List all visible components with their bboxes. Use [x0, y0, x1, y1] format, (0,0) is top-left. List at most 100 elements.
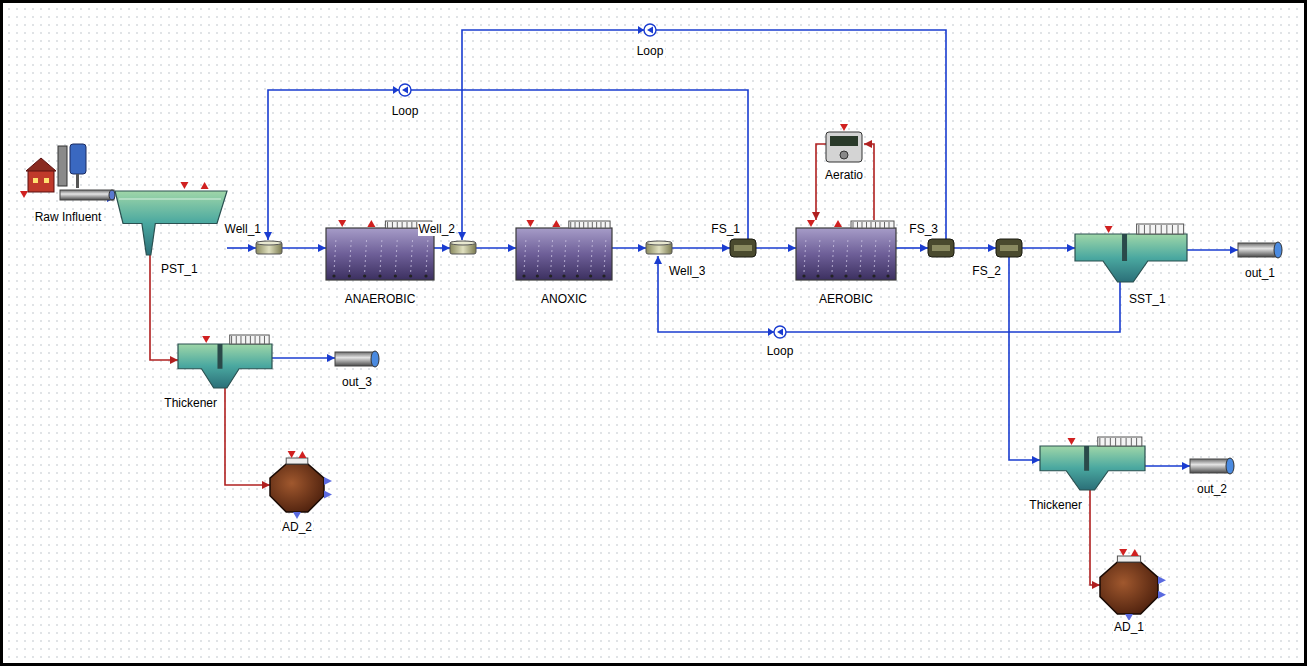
bridge-rail — [1155, 225, 1156, 234]
pump-symbol — [638, 24, 656, 36]
flow-line — [612, 247, 646, 249]
flow-line — [672, 247, 730, 249]
bubbles — [551, 238, 553, 272]
pipe — [1238, 243, 1278, 257]
bridge-rail — [1099, 438, 1100, 446]
factory-icon — [22, 140, 114, 206]
bridge-rail — [240, 336, 241, 344]
diffuser — [576, 274, 579, 277]
bubbles — [888, 238, 890, 272]
walkway-rail — [600, 222, 601, 228]
port-marker — [834, 220, 842, 227]
loop-label: Loop — [390, 104, 421, 118]
bridge-rail — [245, 336, 246, 344]
blower-dial — [840, 151, 848, 159]
diffuser — [394, 274, 397, 277]
bridge-rail — [1166, 225, 1167, 234]
walkway-rail — [411, 222, 412, 228]
bridge-rail — [236, 336, 237, 344]
bubbles — [874, 238, 876, 272]
blower-icon — [826, 126, 862, 162]
port-marker — [298, 451, 306, 458]
sludge-line — [1090, 490, 1100, 585]
walkway-rail — [579, 222, 580, 228]
walkway-rail — [880, 222, 881, 228]
unit-label: PST_1 — [160, 262, 199, 276]
bridge-rail — [1131, 438, 1132, 446]
bridge-rail — [1120, 438, 1121, 446]
blower-body — [826, 132, 862, 162]
port-marker — [288, 451, 296, 458]
bridge-rail — [231, 336, 232, 344]
diffuser — [830, 274, 833, 277]
window — [33, 178, 38, 183]
bridge-rail — [264, 336, 265, 344]
bridge-rail — [1150, 225, 1151, 234]
unit-label: AD_2 — [281, 520, 313, 534]
mixer-unit: FS_1 — [730, 239, 756, 257]
bridge-rail — [1126, 438, 1127, 446]
bubbles — [604, 238, 606, 272]
walkway-rail — [570, 222, 571, 228]
blower-screen — [830, 136, 858, 146]
flow-line — [1022, 247, 1075, 249]
mixer-window — [734, 245, 752, 251]
digester-cover — [1117, 556, 1140, 562]
port-marker — [367, 220, 375, 227]
diffuser — [802, 274, 805, 277]
digester-cover — [286, 458, 308, 464]
bridge-rail — [1115, 438, 1116, 446]
mixer-icon — [996, 239, 1022, 257]
factory-unit: Raw Influent — [22, 140, 114, 206]
tank-icon — [796, 220, 896, 280]
bubbles — [846, 238, 848, 272]
diffuser — [602, 274, 605, 277]
flow-line — [434, 247, 450, 249]
well-body — [646, 242, 672, 254]
out-unit: out_1 — [1238, 241, 1282, 259]
blower-unit: Aeratio — [826, 126, 862, 162]
unit-label: out_3 — [341, 375, 373, 389]
walkway-rail — [392, 222, 393, 228]
unit-label: AD_1 — [1113, 620, 1145, 634]
bridge — [230, 335, 269, 344]
port-marker — [840, 124, 848, 131]
port-marker — [338, 220, 346, 227]
walkway-rail — [875, 222, 876, 228]
mixer-body — [730, 239, 756, 257]
well-top — [646, 241, 672, 245]
dig-unit: AD_2 — [270, 458, 324, 512]
unit-label: Aeratio — [824, 168, 864, 182]
walkway-rail — [871, 222, 872, 228]
unit-label: SST_1 — [1128, 292, 1167, 306]
sst-icon — [1040, 435, 1145, 490]
sst-unit: Thickener — [1040, 435, 1145, 490]
well-unit: Well_2 — [450, 240, 476, 256]
unit-label: Well_3 — [668, 264, 706, 278]
walkway-rail — [596, 222, 597, 228]
port-marker — [324, 490, 332, 498]
unit-label: Thickener — [1028, 498, 1083, 512]
unit-label: Thickener — [163, 396, 218, 410]
center-well — [217, 344, 222, 369]
port-marker — [293, 512, 301, 519]
bubbles — [818, 238, 820, 272]
roof — [26, 158, 56, 171]
flow-line — [1145, 465, 1190, 467]
diffuser — [409, 274, 412, 277]
port-marker — [20, 191, 28, 198]
walkway-rail — [387, 222, 388, 228]
bridge-rail — [1178, 225, 1179, 234]
mixer-icon — [928, 239, 954, 257]
port-marker — [180, 182, 188, 189]
bubbles — [577, 238, 579, 272]
tower-leg — [76, 174, 79, 188]
bridge-rail — [1105, 438, 1106, 446]
walkway-rail — [592, 222, 593, 228]
flow-line — [268, 90, 748, 240]
chimney — [58, 146, 67, 186]
clarifier-body — [115, 191, 227, 255]
flow-line — [462, 30, 946, 240]
